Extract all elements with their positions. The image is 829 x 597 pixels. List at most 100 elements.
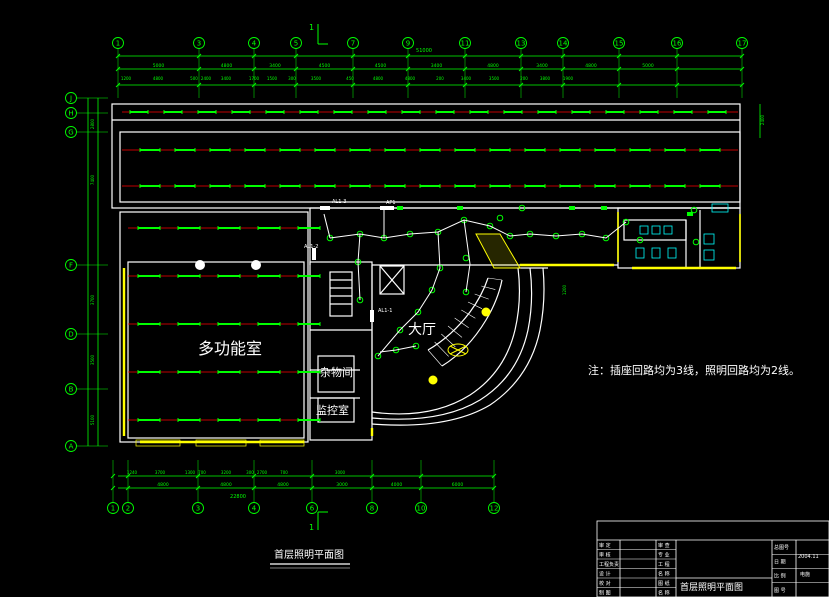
bottom-axis-6-label: 6 — [310, 505, 315, 513]
title-block-label: 图 号 — [774, 588, 786, 594]
bottom-axis-1-label: 1 — [111, 505, 115, 513]
title-block-date: 2004.11 — [798, 554, 819, 560]
bottom-subdimension: 3200 — [221, 470, 232, 475]
bottom-subdimension: 700 — [198, 470, 206, 475]
stair-tread — [447, 325, 463, 338]
wall-switch — [397, 206, 403, 210]
section-mark-top: 1 — [309, 23, 328, 45]
wall-switch — [601, 206, 607, 210]
top-subdimension: 450 — [346, 76, 354, 81]
toilet-equipment — [635, 203, 729, 261]
section-mark-bottom: 1 — [309, 511, 328, 532]
stair-tread — [487, 277, 503, 281]
title-block-label: 日 期 — [774, 559, 786, 565]
overall-dimension-top: 51000 — [416, 48, 432, 54]
left-dimension: 7400 — [90, 174, 95, 185]
top-subdimension: 300 — [288, 76, 296, 81]
bottom-axis-10-label: 10 — [417, 505, 426, 513]
top-dimension: 3400 — [269, 63, 281, 69]
stair-tread — [467, 301, 483, 309]
window-hatching — [135, 439, 305, 447]
top-axis-7-label: 7 — [351, 40, 355, 48]
left-dimension: 2800 — [90, 118, 95, 129]
ceiling-light — [486, 222, 494, 230]
top-dimension: 5000 — [153, 63, 165, 69]
top-subdimension: 200 — [436, 76, 444, 81]
left-dimension: 3500 — [90, 354, 95, 365]
ceiling-light — [636, 236, 644, 244]
top-dimension: 5000 — [642, 63, 654, 69]
room-storage: 杂物间 — [320, 365, 353, 379]
section-mark-label: 1 — [309, 23, 314, 32]
top-axis-17-label: 17 — [738, 40, 747, 48]
bottom-dimension: 4000 — [391, 482, 403, 488]
top-subdimension: 1200 — [121, 76, 132, 81]
top-axis-14-label: 14 — [559, 40, 568, 48]
ceiling-light — [428, 286, 436, 294]
top-dimension: 3400 — [431, 63, 443, 69]
panel-label-al1-1: AL1-1 — [378, 308, 392, 314]
room-lobby: 大厅 — [408, 322, 436, 338]
bottom-dimension: 3000 — [336, 482, 348, 488]
multipurpose-fluorescent-lights — [128, 226, 321, 422]
ceiling-light — [692, 238, 700, 246]
wall-switch — [687, 212, 693, 216]
title-block-label: 工程负责 — [599, 561, 619, 568]
bottom-subdimension: 2700 — [257, 470, 268, 475]
panel-label-al1-2: AL1-2 — [304, 244, 318, 250]
top-axis-15-label: 15 — [615, 40, 624, 48]
bottom-subdimension: 1240 — [127, 470, 138, 475]
ceiling-light — [518, 204, 526, 212]
title-block-label: 校 对 — [599, 580, 611, 587]
panel-label-al1-3: AL1-3 — [332, 199, 346, 205]
drawing-title: 首层照明平面图 — [274, 548, 344, 561]
top-subdimension: 3800 — [540, 76, 551, 81]
curved-stair-treads — [427, 277, 503, 367]
title-block-label: 名 称 — [658, 590, 670, 597]
title-block-mid-labels: 审 查专 业工 程名 称图 纸名 称 — [658, 542, 670, 597]
top-dimension: 4800 — [487, 63, 499, 69]
bottom-axis-4-label: 4 — [252, 505, 257, 513]
ceiling-light — [396, 326, 404, 334]
bottom-axis-8-label: 8 — [370, 505, 374, 513]
ceiling-light — [690, 206, 698, 214]
title-block-drawing-no: 电施 — [800, 571, 810, 578]
bottom-dimension: 4800 — [277, 482, 289, 488]
bottom-axis-2-label: 2 — [126, 505, 130, 513]
top-subdimension: 1900 — [563, 76, 574, 81]
left-axis-H-label: H — [68, 110, 73, 118]
stair-tread — [434, 341, 449, 357]
top-subdimension: 200 — [520, 76, 528, 81]
wall-switch — [569, 206, 575, 210]
top-subdimension: 3400 — [461, 76, 472, 81]
left-axis-A-label: A — [69, 443, 74, 451]
stair-tread — [454, 317, 469, 329]
title-block-label: 审 查 — [658, 542, 670, 549]
room-monitor: 监控室 — [316, 403, 349, 417]
title-block-label: 比 例 — [774, 573, 786, 580]
room-multipurpose: 多功能室 — [198, 339, 262, 358]
ceiling-light — [622, 218, 630, 226]
bottom-axis-12-label: 12 — [490, 505, 499, 513]
ceiling-light — [412, 342, 420, 350]
left-dimension: 3700 — [90, 294, 95, 305]
left-axis-G-label: G — [68, 129, 73, 137]
top-dimension: 4500 — [375, 63, 387, 69]
top-subdimension: 500 — [190, 76, 198, 81]
top-axis-1-label: 1 — [116, 40, 120, 48]
distribution-panels — [312, 206, 394, 322]
top-axis-13-label: 13 — [517, 40, 526, 48]
title-block-label: 专 业 — [658, 552, 670, 559]
top-subdimension: 2400 — [201, 76, 212, 81]
top-axis-5-label: 5 — [294, 40, 298, 48]
ceiling-light — [414, 308, 422, 316]
corridor-wiring — [323, 206, 627, 357]
